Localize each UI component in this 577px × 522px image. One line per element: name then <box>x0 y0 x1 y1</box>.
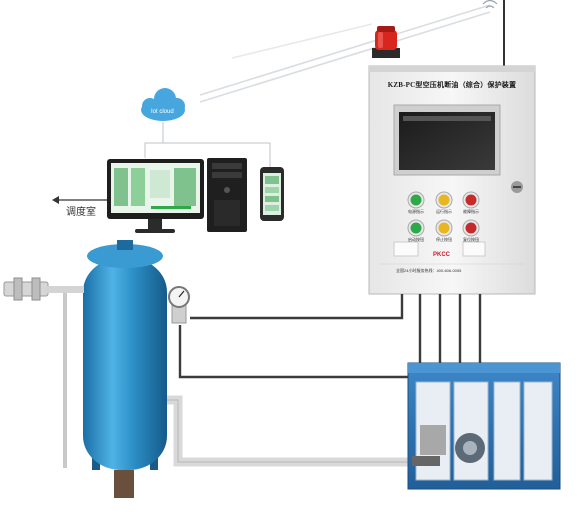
cabinet-button[interactable] <box>438 194 450 206</box>
cabinet-title: KZB-PC型空压机断油（综合）保护装置 <box>387 81 517 89</box>
control-room-arrow <box>52 196 108 204</box>
air-compressor <box>407 362 561 490</box>
cabinet-button-label: 停止按钮 <box>436 237 452 242</box>
cloud-links <box>144 122 271 168</box>
iot-cloud-icon <box>141 88 185 121</box>
mobile-phone <box>260 167 284 221</box>
air-tank <box>83 240 167 498</box>
pressure-gauge <box>168 286 190 324</box>
cabinet-button-label: 电源指示 <box>408 209 424 214</box>
pkcc-badge: PKCC <box>433 252 451 258</box>
cabinet-buttons <box>407 191 480 237</box>
service-hotline: 全国24小时服务热线：400-606-0055 <box>396 268 462 273</box>
cabinet-button[interactable] <box>410 194 422 206</box>
cabinet-button[interactable] <box>410 222 422 234</box>
cabinet-button[interactable] <box>438 222 450 234</box>
inlet-valve <box>3 277 84 468</box>
alarm-beacon <box>372 26 400 58</box>
cabinet-cables <box>178 294 482 379</box>
cabinet-button-label: 复位按钮 <box>463 237 479 242</box>
cabinet-button[interactable] <box>465 194 477 206</box>
monitor <box>107 159 204 233</box>
wireless-beam <box>199 4 491 103</box>
air-pipe <box>163 395 420 467</box>
control-cabinet <box>368 65 536 295</box>
cabinet-button-label: 故障指示 <box>463 209 479 214</box>
cabinet-button[interactable] <box>465 222 477 234</box>
cabinet-button-label: 运行指示 <box>436 209 452 214</box>
iot-cloud-label: Iot cloud <box>151 109 174 115</box>
wifi-signal-icon <box>482 0 498 9</box>
control-room-label: 调度室 <box>66 207 96 218</box>
pc-tower <box>207 158 247 232</box>
cabinet-button-label: 启动按钮 <box>408 237 424 242</box>
